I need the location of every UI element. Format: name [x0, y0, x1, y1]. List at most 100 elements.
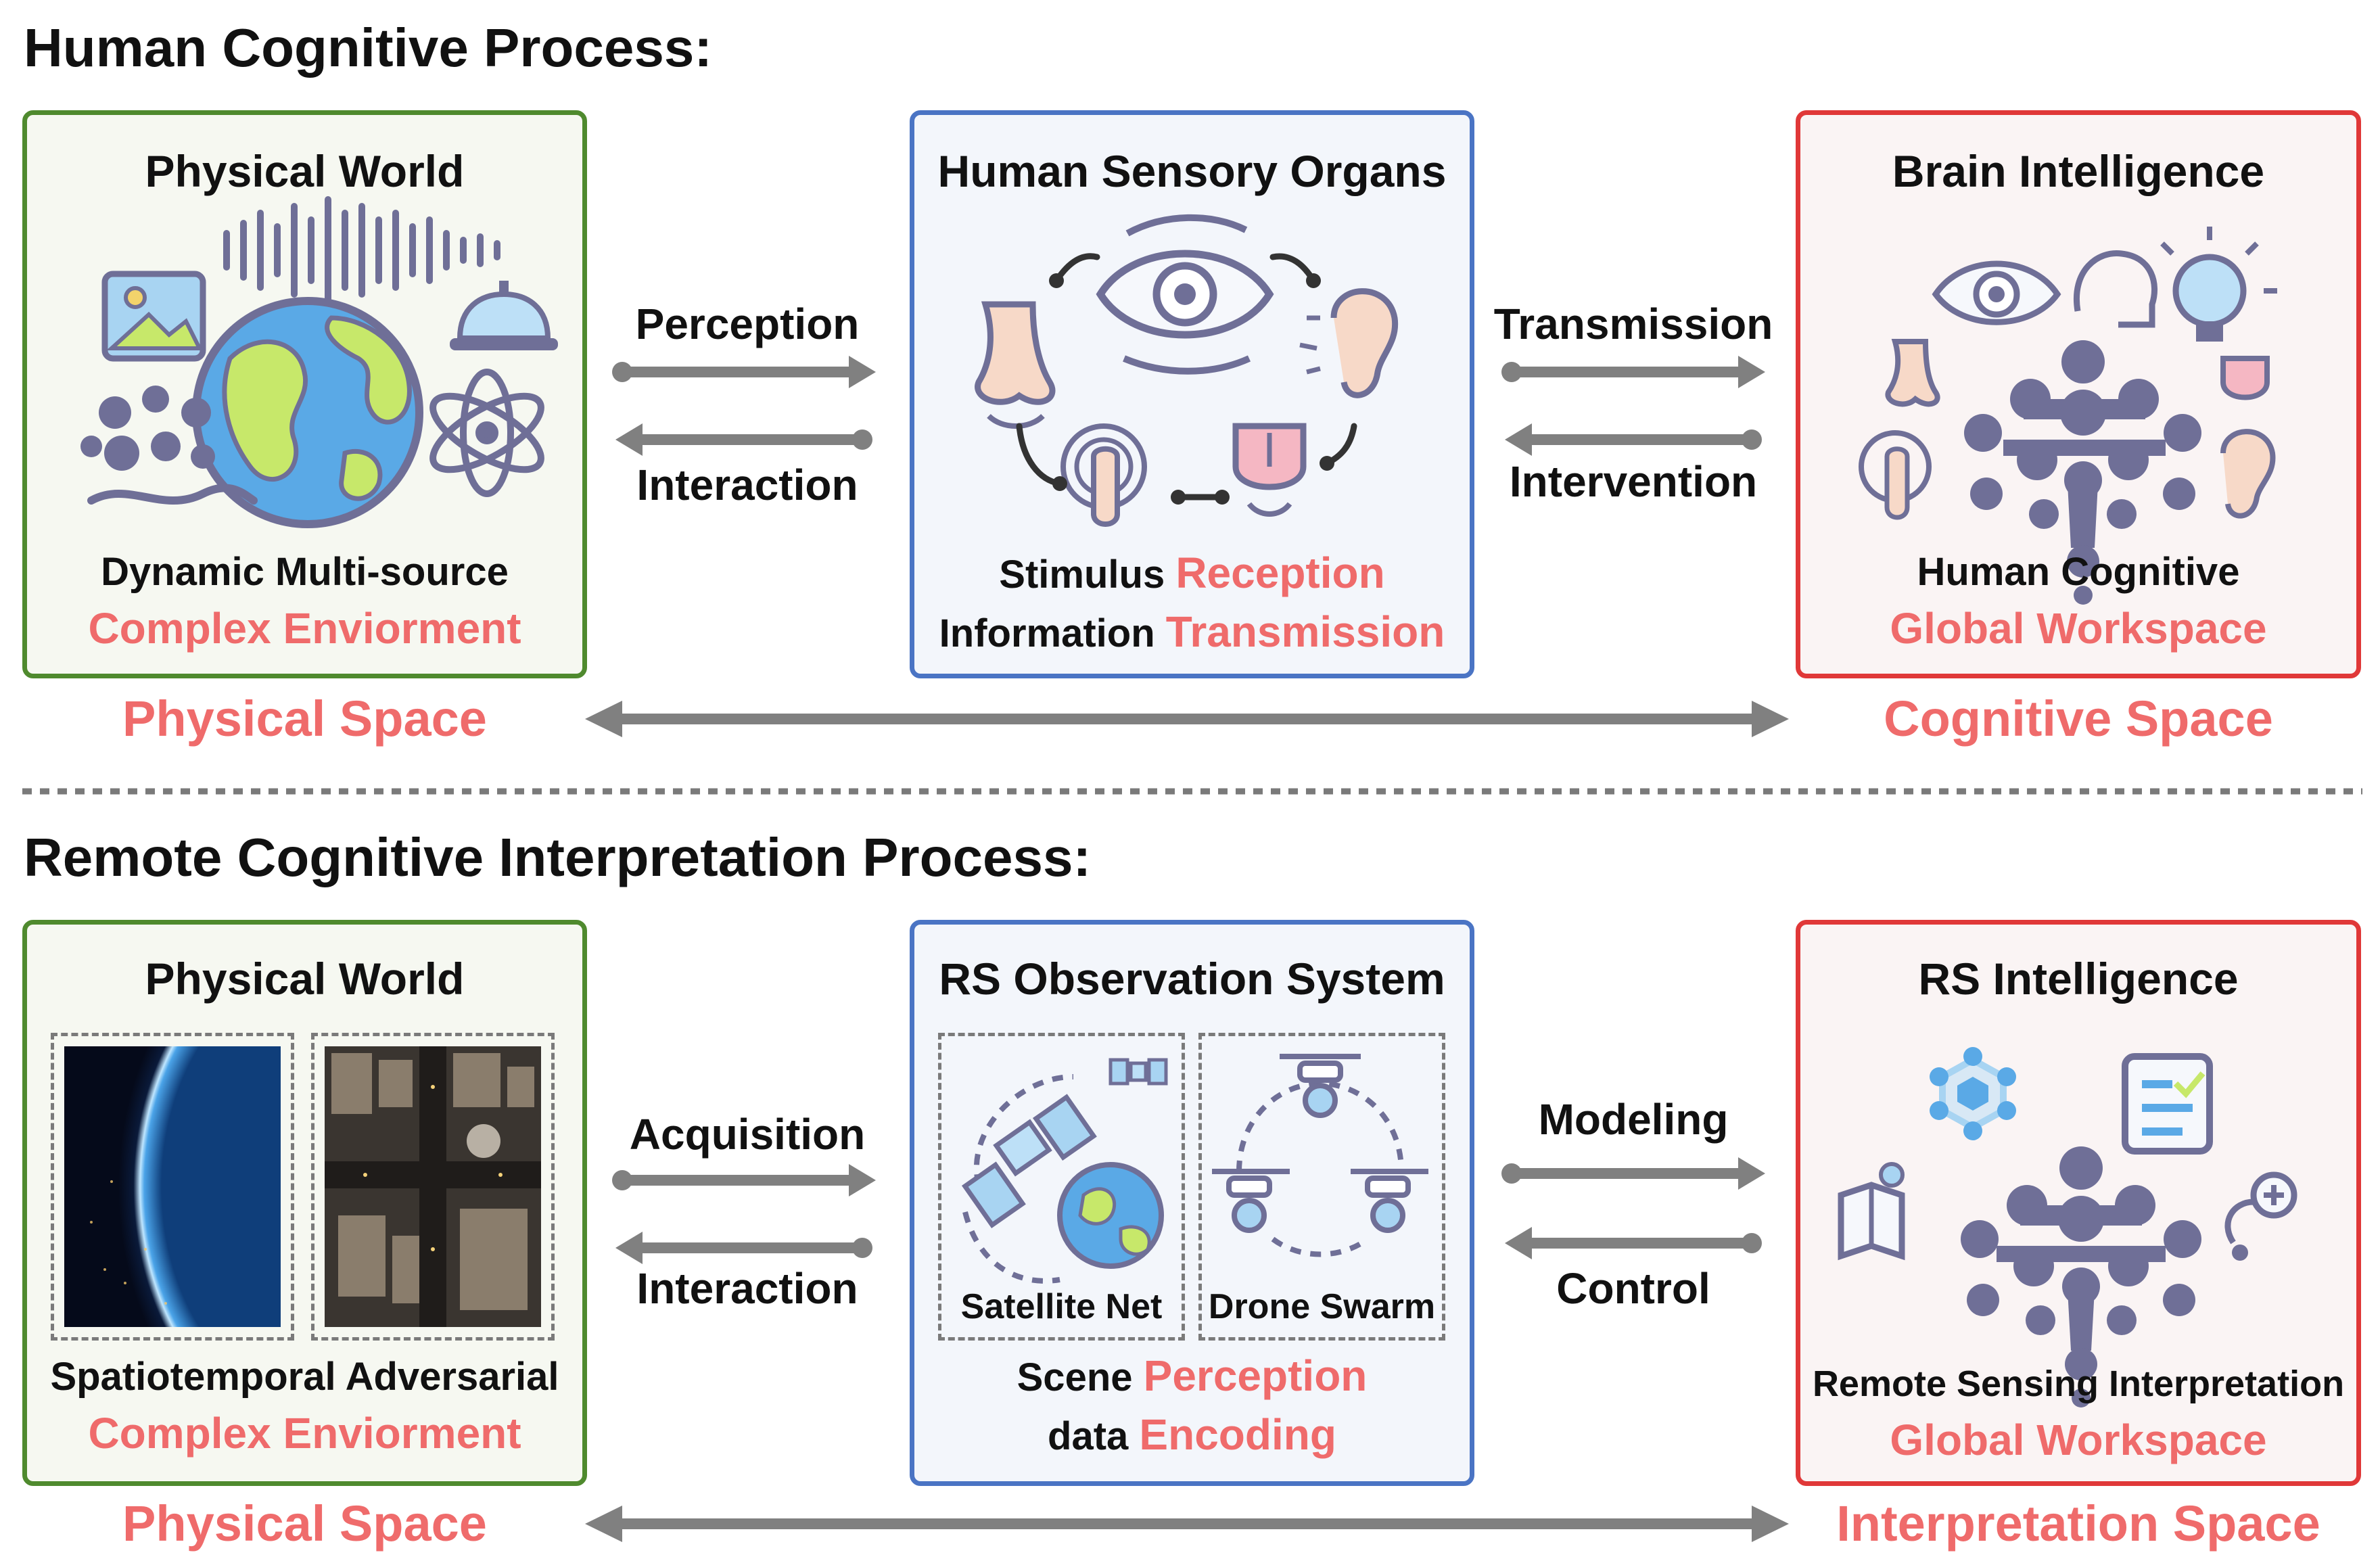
arrow-label-control: Control — [1556, 1264, 1710, 1313]
brain-intelligence-box: Brain Intelligence — [1796, 110, 2361, 678]
arrow-label-interaction: Interaction — [636, 461, 858, 509]
drone-icon-left — [1212, 1169, 1290, 1233]
box-title: RS Intelligence — [1918, 954, 2239, 1004]
caption-line2: Complex Enviorment — [88, 604, 521, 653]
head-icon — [2074, 250, 2157, 328]
human-sensory-organs-box: Human Sensory Organs — [910, 110, 1474, 678]
arrow-left-interaction — [615, 423, 872, 456]
atom-icon — [429, 369, 544, 497]
eye-icon — [1932, 260, 2061, 325]
physical-world-box-rs: Physical World — [22, 920, 587, 1486]
double-arrow-space-rs — [585, 1506, 1789, 1542]
touch-icon — [1060, 423, 1147, 527]
caption-prefix: Information — [939, 611, 1166, 655]
caption-line2: Global Workspace — [1890, 1416, 2267, 1464]
caption-line1: Spatiotemporal Adversarial — [50, 1355, 559, 1399]
satellite-icon — [961, 1094, 1097, 1229]
caption-line1: Scene Perception — [914, 1351, 1470, 1401]
small-satellite-icon — [1109, 1058, 1168, 1086]
connector-dots — [1049, 273, 1334, 505]
image-icon — [101, 271, 206, 362]
caption-highlight: Transmission — [1165, 607, 1445, 656]
nose-icon — [1885, 339, 1940, 407]
arrow-label-modeling: Modeling — [1538, 1095, 1729, 1144]
add-node-icon — [2224, 1171, 2297, 1261]
satellite-net-icon — [961, 1058, 1168, 1284]
particles-icon — [80, 386, 215, 471]
service-bell-icon — [450, 281, 558, 350]
double-arrow-space — [585, 701, 1789, 737]
space-label-physical-rs: Physical Space — [122, 1495, 487, 1552]
arrow-label-intervention: Intervention — [1509, 457, 1758, 506]
arrow-left-interaction-rs — [615, 1232, 872, 1264]
ear-icon — [1299, 288, 1399, 398]
arrow-left-control — [1505, 1227, 1762, 1259]
sound-wave-icon — [223, 196, 500, 304]
earth-globe-icon — [192, 297, 423, 528]
arrow-label-transmission: Transmission — [1493, 300, 1773, 348]
arrow-label-acquisition: Acquisition — [629, 1110, 866, 1159]
network-hexagon-icon — [1930, 1047, 2016, 1140]
arrow-right-modeling — [1501, 1157, 1765, 1190]
physical-world-icon-cluster — [80, 196, 558, 528]
space-label-interpretation: Interpretation Space — [1836, 1495, 2320, 1552]
rs-observation-system-box: RS Observation System Satellite Net — [910, 920, 1474, 1486]
caption-line2: Information Transmission — [914, 607, 1470, 657]
arrow-right-acquisition — [612, 1164, 876, 1196]
space-label-cognitive: Cognitive Space — [1884, 691, 2273, 747]
drone-swarm-icon — [1212, 1054, 1428, 1257]
lightbulb-icon — [2160, 227, 2277, 342]
ear-icon — [2220, 429, 2276, 519]
box-title: Physical World — [145, 954, 465, 1004]
box-title: Physical World — [145, 146, 465, 196]
caption-line1: Dynamic Multi-source — [101, 550, 509, 594]
drone-swarm-label: Drone Swarm — [1208, 1287, 1436, 1326]
earth-globe-icon — [1057, 1162, 1164, 1269]
caption-line1: Remote Sensing Interpretation — [1812, 1364, 2345, 1404]
caption-line2: Complex Enviorment — [88, 1409, 521, 1458]
sensory-organs-icon-cluster — [975, 214, 1399, 527]
map-pin-icon — [1838, 1162, 1905, 1261]
drone-icon-top — [1280, 1054, 1361, 1118]
neural-network-icon — [1961, 1146, 2201, 1407]
caption-line2: Global Workspace — [1890, 604, 2267, 653]
section-divider — [22, 788, 2362, 795]
arrow-label-perception: Perception — [635, 300, 860, 348]
caption-line1: Human Cognitive — [1917, 550, 2240, 594]
arrow-left-intervention — [1505, 423, 1762, 456]
aerial-city-image — [325, 1046, 541, 1327]
section-title-human: Human Cognitive Process: — [24, 18, 713, 78]
earth-image-frame — [51, 1033, 294, 1341]
box-title: RS Observation System — [939, 954, 1445, 1004]
physical-world-box: Physical World — [22, 110, 587, 678]
wave-line-icon — [87, 484, 258, 505]
box-title: Brain Intelligence — [1892, 146, 2265, 196]
eye-icon — [1096, 214, 1274, 375]
arrow-label-interaction-rs: Interaction — [636, 1264, 858, 1313]
checklist-icon — [2122, 1053, 2213, 1155]
rs-intelligence-icon-cluster — [1838, 1047, 2297, 1407]
rs-intelligence-box: RS Intelligence — [1796, 920, 2361, 1486]
tongue-icon — [2220, 356, 2270, 400]
caption-highlight: Encoding — [1139, 1410, 1336, 1459]
box-title: Human Sensory Organs — [937, 146, 1447, 196]
tongue-icon — [1232, 423, 1307, 517]
caption-prefix: data — [1048, 1414, 1140, 1458]
touch-icon — [1859, 430, 1932, 520]
caption-highlight: Perception — [1143, 1351, 1368, 1400]
caption-prefix: Scene — [1017, 1355, 1144, 1399]
brain-intelligence-icon-cluster — [1859, 227, 2277, 605]
earth-from-space-image — [64, 1046, 281, 1327]
caption-prefix: Stimulus — [999, 553, 1176, 597]
caption-highlight: Reception — [1175, 549, 1385, 597]
satellite-net-frame: Satellite Net — [938, 1033, 1185, 1341]
city-image-frame — [311, 1033, 555, 1341]
caption-line2: data Encoding — [914, 1410, 1470, 1460]
space-label-physical: Physical Space — [122, 691, 487, 747]
drone-swarm-frame: Drone Swarm — [1198, 1033, 1445, 1341]
nose-icon — [975, 301, 1056, 429]
arrow-right-transmission — [1501, 356, 1765, 388]
satellite-net-label: Satellite Net — [960, 1287, 1163, 1326]
arrow-right-perception — [612, 356, 876, 388]
drone-icon-right — [1351, 1169, 1428, 1233]
